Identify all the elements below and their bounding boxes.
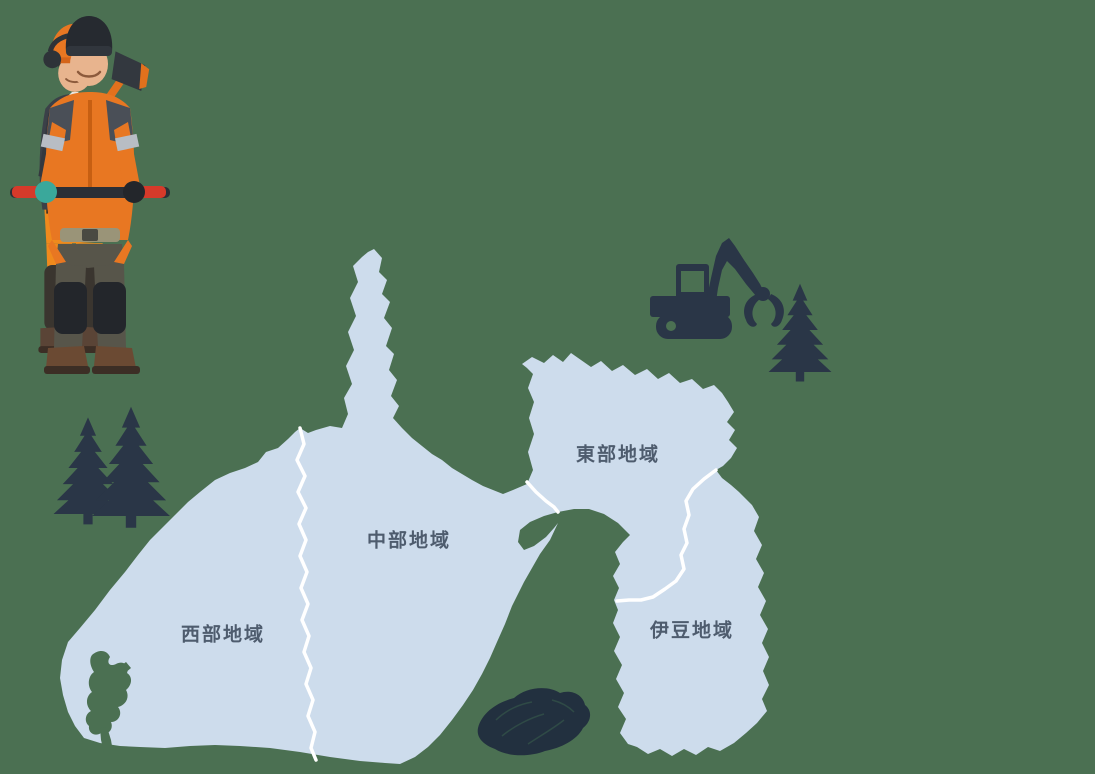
- region-label-west[interactable]: 西部地域: [180, 623, 266, 646]
- worker-right-head: [65, 16, 113, 86]
- photo-worker-right: [10, 16, 170, 374]
- border-west-central: [295, 426, 318, 762]
- map-landmass[interactable]: [60, 249, 769, 764]
- log-pile-icon: [477, 688, 591, 756]
- pine-trees-left: [53, 406, 170, 528]
- lake-hamana: [85, 651, 132, 752]
- worker-right-legs: [44, 244, 140, 374]
- region-label-izu[interactable]: 伊豆地域: [649, 619, 735, 642]
- hammer-icon: [10, 181, 170, 203]
- border-central-east: [525, 480, 560, 514]
- region-borders: [295, 426, 718, 762]
- region-label-east[interactable]: 東部地域: [575, 443, 661, 466]
- worker-right-jacket: [40, 92, 140, 264]
- excavator-icon: [650, 238, 784, 339]
- region-label-central[interactable]: 中部地域: [366, 529, 452, 552]
- border-east-izu: [615, 468, 718, 603]
